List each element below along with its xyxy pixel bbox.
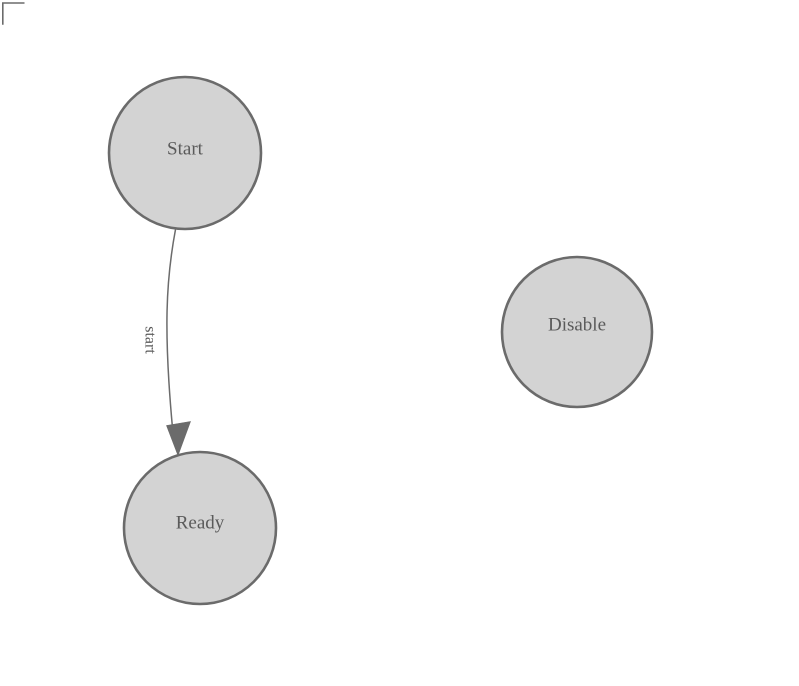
node-disable-shape[interactable] [500, 255, 654, 409]
selection-corner-bracket-icon [1, 2, 25, 25]
edge-start-to-ready[interactable]: start [141, 229, 191, 457]
node-start-shape[interactable] [107, 75, 263, 231]
node-start-label: Start [167, 138, 204, 159]
node-disable[interactable]: Disable [500, 255, 654, 409]
node-start[interactable]: Start [107, 75, 263, 231]
node-disable-label: Disable [548, 314, 606, 335]
node-ready-label: Ready [176, 512, 225, 533]
node-ready[interactable]: Ready [122, 450, 278, 606]
edge-line [166, 229, 177, 429]
arrowhead-icon [166, 421, 191, 457]
edge-label-start: start [141, 326, 158, 354]
node-ready-shape[interactable] [122, 450, 278, 606]
